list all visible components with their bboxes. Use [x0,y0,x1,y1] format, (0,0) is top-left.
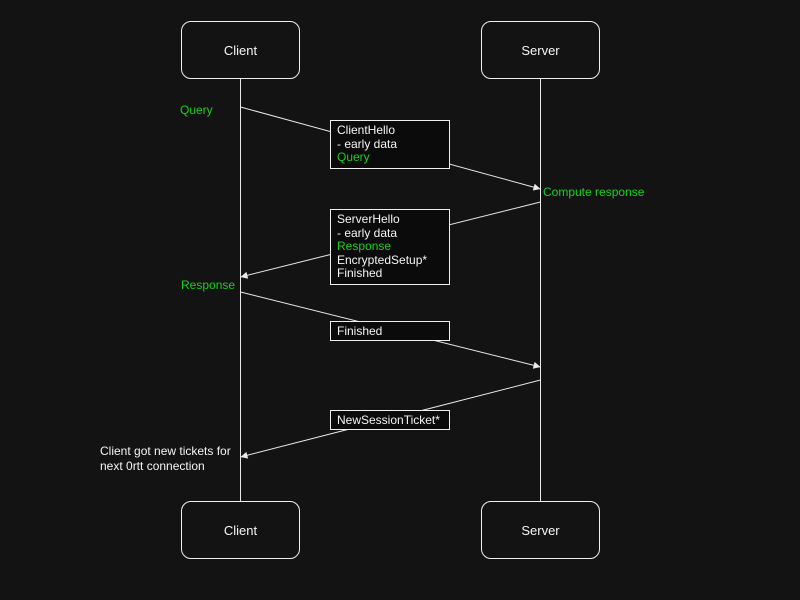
server-hello-line-5: Finished [337,266,383,280]
client-hello-line-2: - early data [337,136,398,151]
actor-server-bottom-label: Server [521,522,560,538]
server-hello-line-4: EncryptedSetup* [337,252,428,267]
note-new-tickets-line-1: Client got new tickets for [100,444,231,458]
actor-client-top: Client [181,21,300,79]
server-hello-line-3: Response [337,239,392,253]
actor-client-bottom: Client [181,501,300,559]
annotation-query: Query [180,103,213,117]
actor-server-bottom: Server [481,501,600,559]
client-hello-line-3: Query [337,150,370,164]
annotation-response: Response [181,278,236,292]
server-hello-line-2: - early data [337,225,398,240]
message-box-new-session-ticket: NewSessionTicket* [330,410,450,430]
finished-line-1: Finished [337,324,383,338]
new-session-ticket-line-1: NewSessionTicket* [337,413,440,427]
actor-client-bottom-label: Client [223,522,258,538]
actor-client-top-label: Client [223,42,258,58]
note-new-tickets: Client got new tickets for next 0rtt con… [100,444,231,474]
message-box-server-hello: ServerHello - early data Response Encryp… [330,209,450,285]
annotation-compute-response: Compute response [543,185,645,199]
client-hello-line-1: ClientHello [337,123,396,137]
message-box-finished: Finished [330,321,450,341]
actor-server-top-label: Server [521,42,560,58]
server-hello-line-1: ServerHello [337,212,400,226]
note-new-tickets-line-2: next 0rtt connection [100,459,205,473]
actor-server-top: Server [481,21,600,79]
message-box-client-hello: ClientHello - early data Query [330,120,450,169]
